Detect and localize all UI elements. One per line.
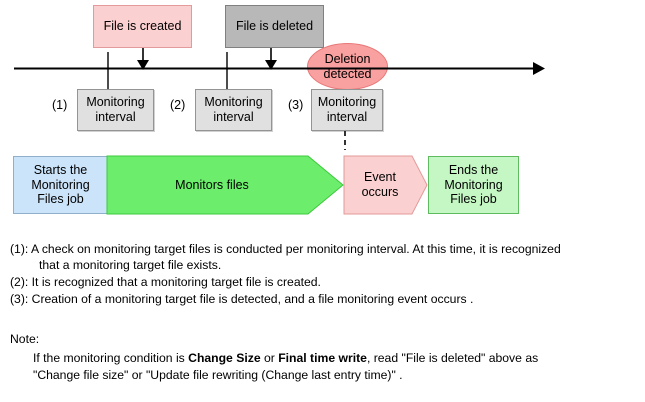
interval-box-2: Monitoring interval [195,89,272,131]
flow-box-end-job: Ends the Monitoring Files job [428,156,519,214]
event-box-file-created-label: File is created [103,19,182,34]
note-line-1-part-c: , read "File is deleted" above as [366,351,539,365]
deletion-detected-line-2: detected [323,66,372,81]
interval-index-label-3: (3) [288,98,304,112]
flow-box-start-job-line-1: Starts the [33,162,88,177]
flow-arrow-monitors-files-label: Monitors files [175,177,249,192]
flow-box-end-job-line-3: Files job [450,192,497,207]
footnote-3: (3): Creation of a monitoring target fil… [10,293,473,305]
footnote-1: (1): A check on monitoring target files … [10,243,561,275]
note-heading-wrap: Note: [10,333,39,345]
note-condition-final-time-write: Final time write [278,351,367,365]
interval-box-1-line-1: Monitoring [86,95,145,110]
event-arrow-created-head [137,60,149,70]
event-box-file-deleted: File is deleted [225,5,324,48]
flow-arrow-monitors-files-label-wrap: Monitors files [112,156,312,214]
flow-arrow-monitors-files [106,155,344,215]
flow-chevron-event-occurs-line-2: occurs [361,185,399,199]
interval-box-2-line-1: Monitoring [204,95,263,110]
flow-chevron-event-occurs-line-1: Event [364,170,396,185]
interval-box-3-line-2: interval [326,110,368,124]
footnote-1-line-2: that a monitoring target file exists. [39,258,222,273]
flow-chevron-event-occurs-shape [343,155,428,215]
interval-box-3: Monitoring interval [311,89,383,131]
flow-box-start-job-line-2: Monitoring [31,177,90,192]
interval-index-label-2: (2) [170,98,186,112]
flow-chevron-event-occurs [343,155,428,215]
flow-chevron-event-occurs-label-wrap: Event occurs [345,156,415,214]
interval-box-2-line-2: interval [213,110,254,124]
note-line-1-part-a: If the monitoring condition is [33,351,189,365]
timeline-axis-group [14,48,545,150]
event-arrow-deleted-head [265,60,277,70]
deletion-detected-bubble: Deletion detected [307,43,388,90]
deletion-detected-line-1: Deletion [324,52,371,67]
footnote-2-line-1: It is recognized that a monitoring targe… [31,275,321,289]
flow-box-start-job: Starts the Monitoring Files job [13,156,108,214]
note-line-2: "Change file size" or "Update file rewri… [33,368,403,383]
footnote-2: (2): It is recognized that a monitoring … [10,276,321,288]
interval-index-label-1: (1) [52,98,68,112]
footnote-1-marker: (1): [10,242,29,256]
flow-arrow-monitors-files-shape [106,155,344,215]
flow-box-end-job-line-1: Ends the [448,162,499,177]
event-box-file-deleted-label: File is deleted [235,19,314,34]
note-heading: Note: [10,332,40,346]
flow-box-end-job-line-2: Monitoring [444,177,503,192]
footnote-3-line-1: Creation of a monitoring target file is … [31,292,474,306]
timeline-axis-arrowhead [533,62,545,75]
interval-box-3-line-1: Monitoring [317,95,377,110]
interval-box-1-line-2: interval [95,110,136,124]
note-line-1-part-b: or [260,351,279,365]
footnote-3-marker: (3): [10,292,29,306]
flow-box-start-job-line-3: Files job [37,192,84,207]
interval-box-1: Monitoring interval [77,89,154,131]
footnote-2-marker: (2): [10,275,29,289]
footnote-1-line-1: A check on monitoring target files is co… [31,242,561,256]
note-condition-change-size: Change Size [188,351,261,365]
event-box-file-created: File is created [93,5,192,48]
note-body: If the monitoring condition is Change Si… [33,352,538,381]
